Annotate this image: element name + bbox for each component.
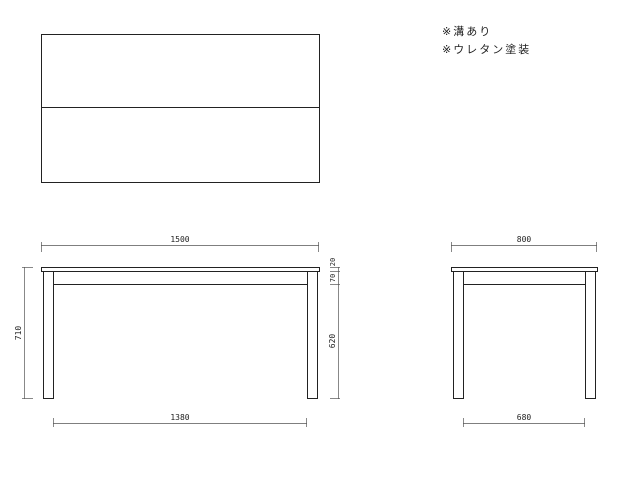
dim-top-thickness: 20 xyxy=(329,258,337,266)
dim-depth: 800 xyxy=(517,235,532,244)
leg-left-side xyxy=(453,271,464,399)
note-groove: ※溝あり xyxy=(442,25,493,38)
plan-view xyxy=(41,34,320,183)
dim-apron: 70 xyxy=(329,274,337,282)
dim-width: 1500 xyxy=(170,235,189,244)
tabletop-plan xyxy=(41,34,320,183)
leg-right-side xyxy=(585,271,596,399)
tabletop-side xyxy=(451,267,598,272)
side-view: 800 680 xyxy=(451,235,598,427)
dim-leg-span-side: 680 xyxy=(517,413,532,422)
leg-left xyxy=(43,271,54,399)
dim-leg-clear: 620 xyxy=(328,334,337,349)
leg-right xyxy=(307,271,318,399)
tabletop xyxy=(41,267,320,272)
dim-height: 710 xyxy=(14,326,23,341)
dim-leg-span: 1380 xyxy=(170,413,189,422)
front-view: 1500 1380 710 20 70 620 xyxy=(14,235,340,427)
note-urethane-finish: ※ウレタン塗装 xyxy=(442,43,532,56)
